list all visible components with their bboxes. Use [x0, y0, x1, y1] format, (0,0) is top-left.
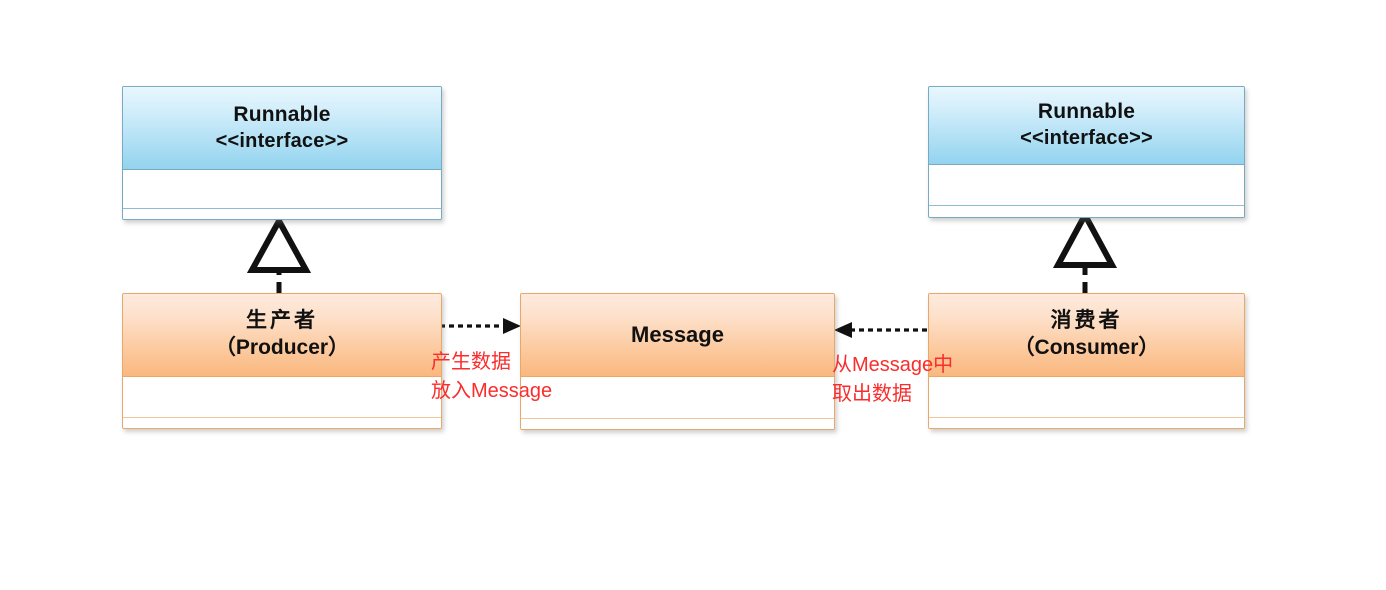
connector-producer-to-message	[440, 318, 521, 334]
node-message[interactable]: Message	[520, 293, 835, 430]
connector-producer-realizes-runnable	[246, 214, 312, 293]
node-runnable-left-stereotype: <<interface>>	[215, 129, 349, 152]
node-consumer-attributes	[929, 377, 1244, 418]
node-message-operations	[521, 418, 834, 429]
annotation-consumer-note-line2: 取出数据	[832, 383, 912, 405]
node-runnable-right-attributes	[929, 165, 1244, 206]
node-runnable-left-header: Runnable <<interface>>	[123, 87, 441, 170]
node-runnable-right-header: Runnable <<interface>>	[929, 87, 1244, 165]
annotation-consumer-note-line1: 从Message中	[832, 354, 954, 376]
node-consumer[interactable]: 消费者 （Consumer）	[928, 293, 1245, 429]
node-producer-name-en: （Producer）	[214, 336, 350, 359]
connector-consumer-realizes-runnable	[1052, 208, 1118, 293]
node-consumer-operations	[929, 418, 1244, 428]
node-producer-attributes	[123, 377, 441, 418]
hollow-triangle-arrowhead-right	[1052, 208, 1118, 268]
annotation-producer-note-line1: 产生数据	[431, 351, 511, 373]
node-runnable-right[interactable]: Runnable <<interface>>	[928, 86, 1245, 218]
node-runnable-left-operations	[123, 209, 441, 219]
node-runnable-right-name: Runnable	[1037, 100, 1136, 124]
node-consumer-header: 消费者 （Consumer）	[929, 294, 1244, 377]
node-runnable-left-name: Runnable	[233, 102, 331, 126]
node-producer[interactable]: 生产者 （Producer）	[122, 293, 442, 429]
node-runnable-right-stereotype: <<interface>>	[1020, 127, 1153, 150]
node-message-name: Message	[631, 321, 724, 347]
node-message-header: Message	[521, 294, 834, 377]
node-producer-operations	[123, 418, 441, 428]
dependency-arrowhead-left	[503, 318, 521, 334]
node-consumer-name-en: （Consumer）	[1013, 336, 1160, 359]
node-producer-header: 生产者 （Producer）	[123, 294, 441, 377]
connector-consumer-to-message	[834, 322, 927, 338]
node-runnable-left[interactable]: Runnable <<interface>>	[122, 86, 442, 220]
hollow-triangle-arrowhead-left	[246, 214, 312, 273]
annotation-consumer-note: 从Message中 取出数据	[832, 351, 953, 409]
node-consumer-name-cn: 消费者	[1050, 309, 1123, 333]
dependency-arrowhead-right	[834, 322, 852, 338]
node-message-attributes	[521, 377, 834, 419]
annotation-producer-note-line2: 放入Message	[431, 380, 553, 402]
node-producer-name-cn: 生产者	[246, 309, 318, 333]
annotation-producer-note: 产生数据 放入Message	[431, 348, 552, 406]
node-runnable-left-attributes	[123, 170, 441, 209]
node-runnable-right-operations	[929, 205, 1244, 217]
